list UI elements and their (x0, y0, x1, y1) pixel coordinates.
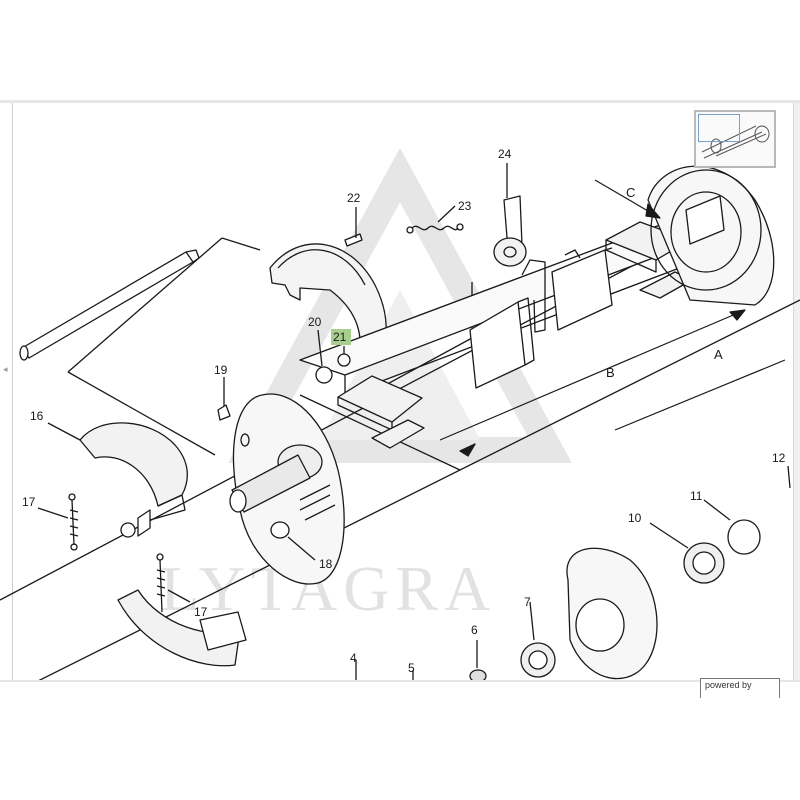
bolt-22 (344, 233, 363, 247)
spring-17-right (156, 553, 166, 613)
seal-7 (520, 642, 556, 678)
callout-20[interactable]: 20 (308, 315, 322, 329)
perforated-bracket-a (469, 259, 546, 389)
shaft (19, 249, 200, 361)
dimension-a: A (714, 347, 723, 362)
callout-5[interactable]: 5 (408, 661, 415, 675)
mounting-plate-left (337, 375, 425, 449)
callout-24[interactable]: 24 (498, 147, 512, 161)
callout-4[interactable]: 4 (350, 651, 357, 665)
callout-21-highlight (331, 329, 351, 345)
slack-adjuster (493, 195, 527, 267)
callout-12[interactable]: 12 (772, 451, 786, 465)
exploded-axle-diagram: LYTAGRA (0, 147, 800, 680)
callout-22[interactable]: 22 (347, 191, 361, 205)
bearing-10 (683, 542, 725, 584)
callout-23[interactable]: 23 (458, 199, 472, 213)
wheel-hub (566, 547, 658, 680)
callout-19[interactable]: 19 (214, 363, 228, 377)
viewer-top-border (0, 100, 800, 103)
callout-11[interactable]: 11 (690, 489, 703, 503)
overview-thumbnail[interactable] (694, 110, 776, 168)
brake-drum (647, 165, 775, 306)
pin-18 (270, 521, 290, 539)
dimension-b: B (606, 365, 615, 380)
callout-18[interactable]: 18 (319, 557, 333, 571)
perforated-bracket-b (551, 247, 613, 331)
left-panel-edge (0, 103, 13, 680)
callout-7[interactable]: 7 (524, 595, 531, 609)
viewer-bottom-border (0, 680, 800, 682)
callout-16[interactable]: 16 (30, 409, 44, 423)
callout-17-right[interactable]: 17 (194, 605, 208, 619)
hub-flange (229, 393, 345, 585)
thumbnail-viewport-box[interactable] (698, 114, 740, 142)
spring-17-left (68, 493, 79, 551)
previous-arrow-icon[interactable]: ◂ (3, 364, 8, 374)
nut-6 (469, 669, 487, 680)
callout-17-left[interactable]: 17 (22, 495, 36, 509)
callout-10[interactable]: 10 (628, 511, 642, 525)
right-scrollbar[interactable] (793, 103, 800, 680)
thumbnail-preview (701, 125, 770, 159)
brake-shoe-lower (117, 589, 247, 667)
callout-6[interactable]: 6 (471, 623, 478, 637)
ring-11 (727, 519, 761, 555)
brake-shoe-upper (79, 422, 188, 521)
powered-by-badge: powered by (700, 678, 780, 698)
callout-21[interactable]: 21 (333, 330, 347, 344)
bushing-20 (315, 366, 333, 384)
dimension-c: C (626, 185, 635, 200)
spring-23 (406, 223, 464, 234)
clip-19 (217, 404, 231, 421)
